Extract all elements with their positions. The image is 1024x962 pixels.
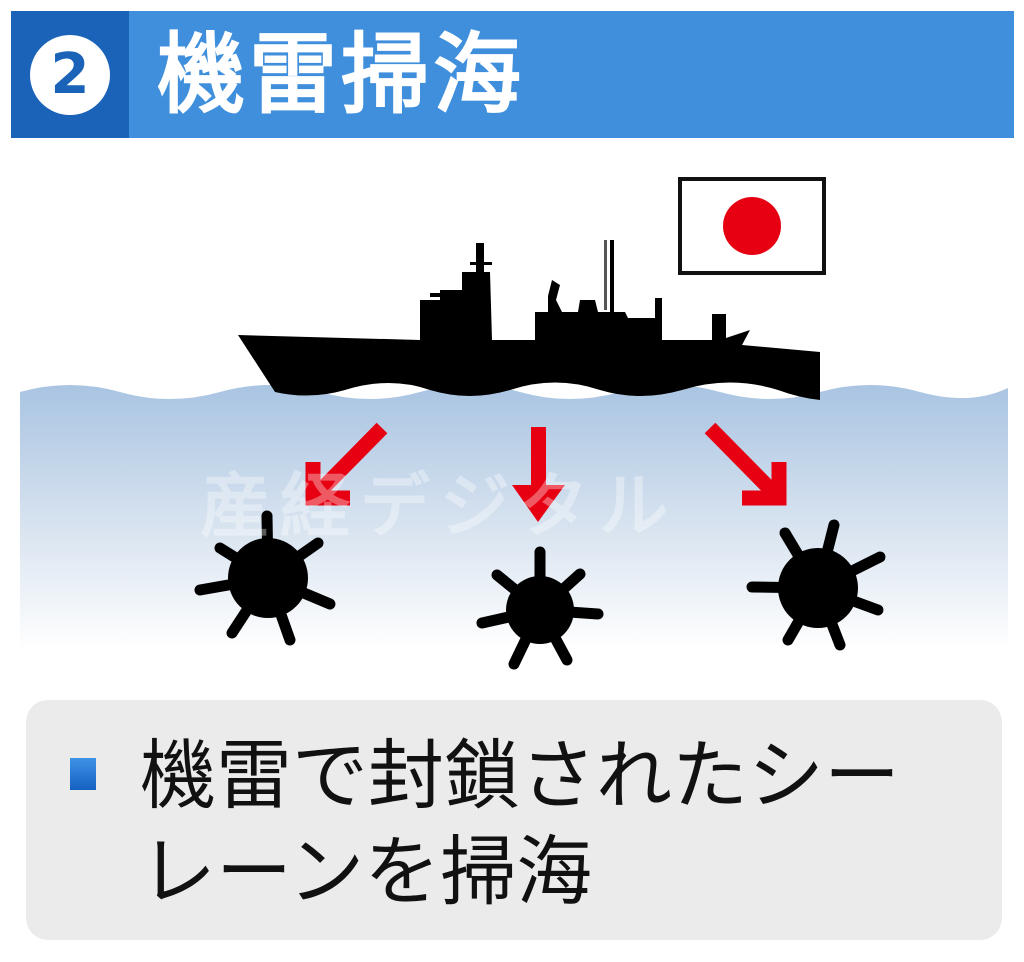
japan-flag-icon — [678, 177, 826, 275]
minesweeping-illustration — [20, 177, 1008, 670]
caption-box — [26, 700, 1002, 940]
sea-mine-icon — [746, 519, 886, 651]
watermark: 産経デジタル — [200, 465, 679, 547]
arrow-down-icon — [512, 427, 565, 522]
sea-mine-icon — [476, 546, 604, 670]
sea-mine-icon — [194, 510, 336, 646]
caption-text: 機雷で封鎖されたシーレーンを掃海 — [140, 731, 900, 916]
title-text: 機雷掃海 — [157, 22, 526, 126]
section-number-box: 2 — [11, 11, 129, 138]
title-bar: 2 機雷掃海 — [11, 11, 1014, 138]
square-bullet-icon — [70, 758, 96, 790]
arrow-down-right-icon — [704, 422, 787, 506]
ship-icon — [238, 240, 820, 400]
arrow-down-left-icon — [305, 422, 388, 506]
section-number: 2 — [30, 34, 110, 115]
